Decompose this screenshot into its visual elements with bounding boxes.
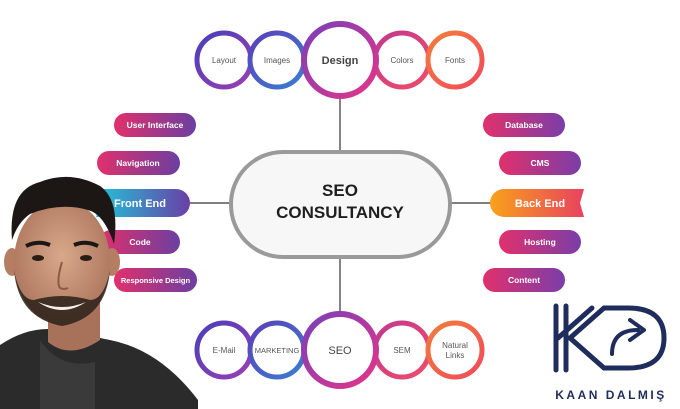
pill-content[interactable]: Content bbox=[483, 268, 565, 292]
bubble-links-label: Links bbox=[446, 351, 465, 360]
pill-back-end[interactable]: Back End bbox=[490, 189, 584, 217]
bubble-design[interactable]: Design bbox=[301, 21, 379, 99]
bubble-fonts-label: Fonts bbox=[445, 56, 465, 65]
bubble-colors-label: Colors bbox=[390, 56, 413, 65]
brand-name: KAAN DALMIŞ bbox=[555, 388, 667, 402]
right-branch: Database CMS Back End Hosting Content bbox=[483, 113, 584, 292]
pill-hosting[interactable]: Hosting bbox=[499, 230, 581, 254]
center-title-line2: CONSULTANCY bbox=[276, 203, 404, 222]
bubble-seo[interactable]: SEO bbox=[301, 311, 379, 389]
pill-responsive-design-label: Responsive Design bbox=[121, 276, 191, 285]
pill-front-end[interactable]: Front End bbox=[96, 189, 190, 217]
bubble-design-label: Design bbox=[322, 55, 359, 67]
pill-code-label: Code bbox=[129, 237, 151, 247]
bubble-marketing[interactable]: MARKETING bbox=[247, 320, 307, 380]
pill-back-end-label: Back End bbox=[515, 198, 565, 210]
pill-database[interactable]: Database bbox=[483, 113, 565, 137]
bubble-images-label: Images bbox=[264, 56, 290, 65]
bubble-marketing-label: MARKETING bbox=[255, 346, 300, 355]
pill-user-interface-label: User Interface bbox=[127, 120, 184, 130]
bubble-layout-label: Layout bbox=[212, 56, 237, 65]
bubble-sem-label: SEM bbox=[393, 346, 411, 355]
center-title-line1: SEO bbox=[322, 181, 358, 200]
left-branch: User Interface Navigation Front End Code… bbox=[96, 113, 197, 292]
pill-content-label: Content bbox=[508, 275, 540, 285]
pill-responsive-design[interactable]: Responsive Design bbox=[114, 268, 197, 292]
pill-cms-label: CMS bbox=[531, 158, 550, 168]
top-cluster: Layout Images Colors Fonts Design bbox=[194, 21, 485, 99]
pill-hosting-label: Hosting bbox=[524, 237, 556, 247]
bubble-natural-links[interactable]: Natural Links bbox=[425, 320, 485, 380]
pill-navigation-label: Navigation bbox=[116, 158, 159, 168]
bubble-fonts[interactable]: Fonts bbox=[425, 30, 485, 90]
person-portrait-icon bbox=[0, 176, 198, 409]
bubble-images[interactable]: Images bbox=[247, 30, 307, 90]
bubble-layout[interactable]: Layout bbox=[194, 30, 254, 90]
pill-user-interface[interactable]: User Interface bbox=[114, 113, 196, 137]
bubble-seo-label: SEO bbox=[328, 345, 352, 357]
pill-front-end-label: Front End bbox=[114, 198, 166, 210]
bubble-natural-label: Natural bbox=[442, 341, 468, 350]
pill-database-label: Database bbox=[505, 120, 543, 130]
bubble-email[interactable]: E-Mail bbox=[194, 320, 254, 380]
kd-arrow-logo bbox=[553, 303, 667, 373]
bubble-colors[interactable]: Colors bbox=[372, 30, 432, 90]
bottom-cluster: E-Mail MARKETING SEM Natural Links SEO bbox=[194, 311, 485, 389]
pill-code[interactable]: Code bbox=[99, 230, 180, 254]
pill-navigation[interactable]: Navigation bbox=[97, 151, 180, 175]
pill-cms[interactable]: CMS bbox=[499, 151, 581, 175]
bubble-sem[interactable]: SEM bbox=[372, 320, 432, 380]
center-node[interactable]: SEO CONSULTANCY bbox=[229, 150, 452, 259]
bubble-email-label: E-Mail bbox=[213, 346, 236, 355]
